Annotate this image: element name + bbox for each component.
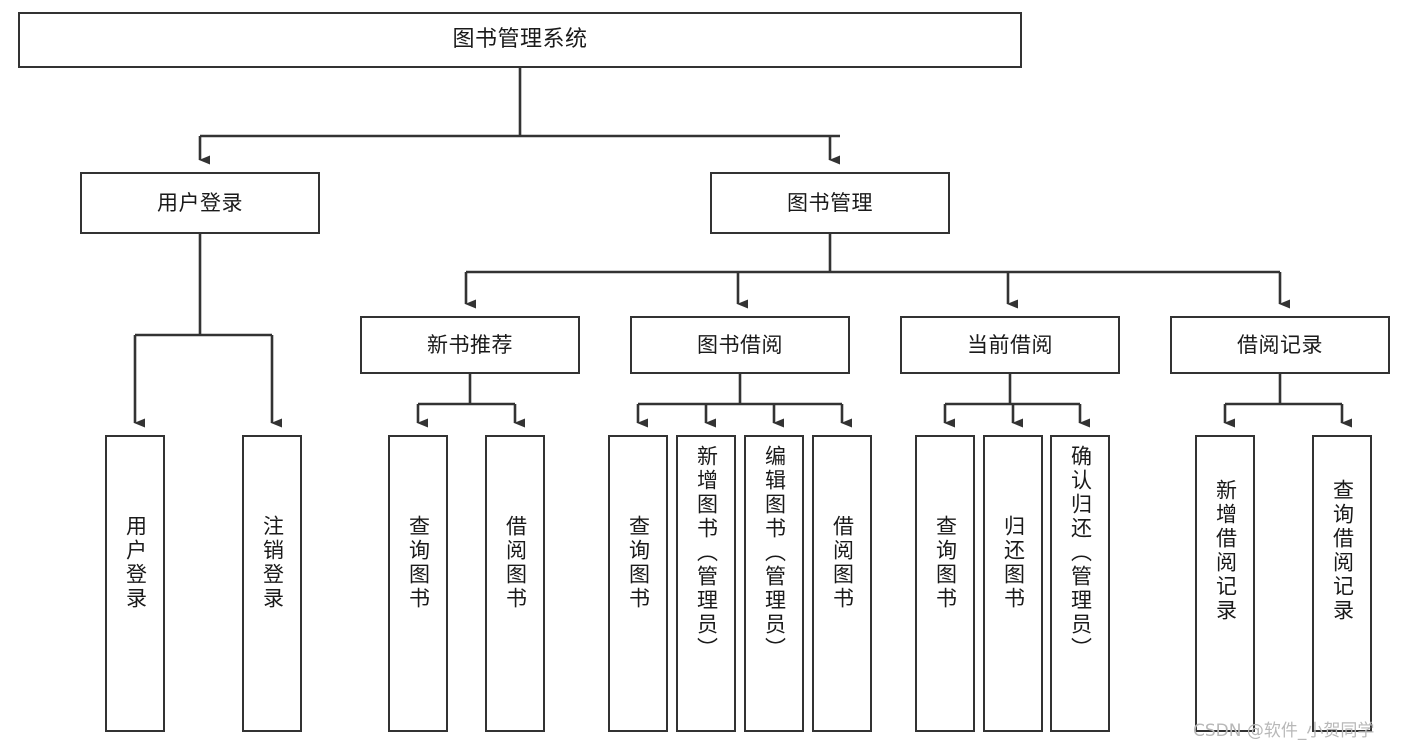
node-book-manage-label: 图书管理 bbox=[787, 190, 873, 215]
node-leaf-user-login-label: 用户登录 bbox=[123, 515, 148, 611]
node-leaf-logout[interactable]: 注销登录 bbox=[242, 435, 302, 732]
node-leaf-add-book[interactable]: 新增图书（管理员） bbox=[676, 435, 736, 732]
node-leaf-query-book-rec[interactable]: 查询图书 bbox=[388, 435, 448, 732]
node-current-borrow-label: 当前借阅 bbox=[967, 332, 1053, 357]
node-user-login-label: 用户登录 bbox=[157, 190, 243, 215]
node-leaf-borrow-book[interactable]: 借阅图书 bbox=[812, 435, 872, 732]
csdn-watermark: CSDN @软件_小贺同学 bbox=[1193, 721, 1375, 741]
node-borrow-record-label: 借阅记录 bbox=[1237, 332, 1323, 357]
node-user-login[interactable]: 用户登录 bbox=[80, 172, 320, 234]
node-leaf-logout-label: 注销登录 bbox=[260, 515, 285, 611]
node-leaf-add-record[interactable]: 新增借阅记录 bbox=[1195, 435, 1255, 732]
node-leaf-confirm-return[interactable]: 确认归还（管理员） bbox=[1050, 435, 1110, 732]
node-leaf-add-book-label: 新增图书（管理员） bbox=[694, 445, 719, 661]
node-leaf-edit-book[interactable]: 编辑图书（管理员） bbox=[744, 435, 804, 732]
node-new-book-rec[interactable]: 新书推荐 bbox=[360, 316, 580, 374]
node-leaf-query-book-borrow[interactable]: 查询图书 bbox=[608, 435, 668, 732]
node-leaf-return-book[interactable]: 归还图书 bbox=[983, 435, 1043, 732]
node-root[interactable]: 图书管理系统 bbox=[18, 12, 1022, 68]
node-book-borrow-label: 图书借阅 bbox=[697, 332, 783, 357]
node-leaf-edit-book-label: 编辑图书（管理员） bbox=[762, 445, 787, 661]
node-leaf-query-record-label: 查询借阅记录 bbox=[1330, 479, 1355, 623]
node-leaf-return-book-label: 归还图书 bbox=[1001, 515, 1026, 611]
node-leaf-query-record[interactable]: 查询借阅记录 bbox=[1312, 435, 1372, 732]
node-book-borrow[interactable]: 图书借阅 bbox=[630, 316, 850, 374]
node-leaf-query-book-cur-label: 查询图书 bbox=[933, 515, 958, 611]
node-borrow-record[interactable]: 借阅记录 bbox=[1170, 316, 1390, 374]
node-leaf-borrow-book-rec[interactable]: 借阅图书 bbox=[485, 435, 545, 732]
node-leaf-query-book-cur[interactable]: 查询图书 bbox=[915, 435, 975, 732]
node-leaf-borrow-book-label: 借阅图书 bbox=[830, 515, 855, 611]
node-new-book-rec-label: 新书推荐 bbox=[427, 332, 513, 357]
node-leaf-user-login[interactable]: 用户登录 bbox=[105, 435, 165, 732]
node-leaf-add-record-label: 新增借阅记录 bbox=[1213, 479, 1238, 623]
node-leaf-confirm-return-label: 确认归还（管理员） bbox=[1068, 445, 1093, 661]
node-leaf-borrow-book-rec-label: 借阅图书 bbox=[503, 515, 528, 611]
node-leaf-query-book-borrow-label: 查询图书 bbox=[626, 515, 651, 611]
node-leaf-query-book-rec-label: 查询图书 bbox=[406, 515, 431, 611]
node-root-label: 图书管理系统 bbox=[452, 27, 588, 53]
node-current-borrow[interactable]: 当前借阅 bbox=[900, 316, 1120, 374]
node-book-manage[interactable]: 图书管理 bbox=[710, 172, 950, 234]
